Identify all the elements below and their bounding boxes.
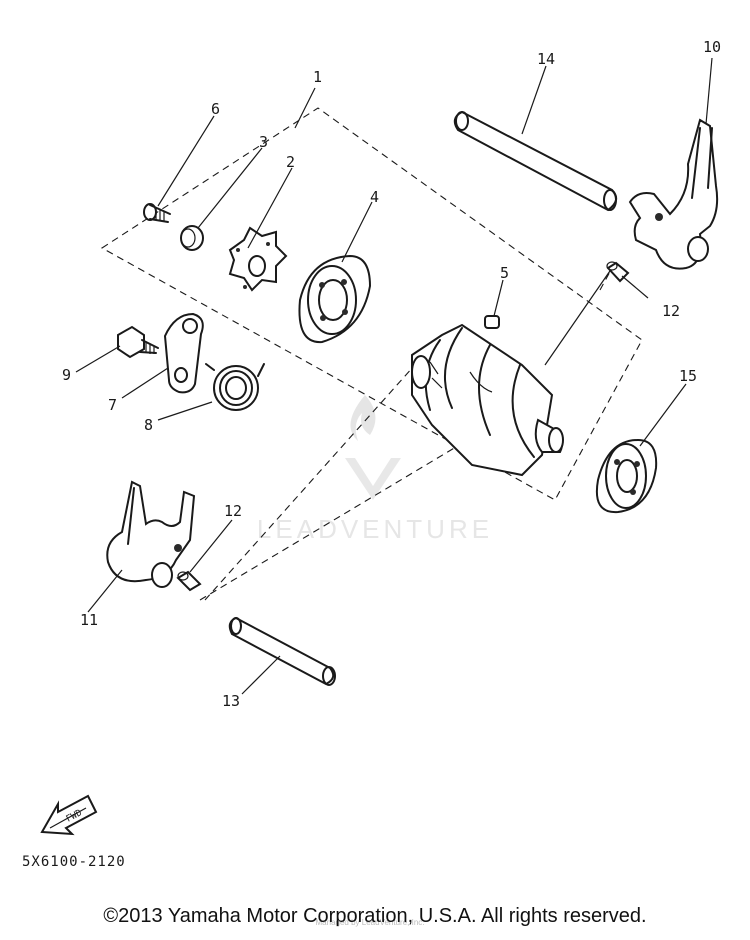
callout-8: 8: [144, 416, 153, 434]
assembly-outline: [100, 107, 643, 501]
part-6-screw: [143, 203, 171, 223]
shift-drum: [411, 323, 564, 477]
callout-12-lower: 12: [224, 502, 242, 520]
axis-line-shift-fork-left: [204, 347, 431, 601]
watermark-small-text: Managed by LeadVenture, Inc.: [316, 918, 425, 927]
part-15-bearing: [596, 438, 658, 514]
axis-dash-dowel: [599, 267, 613, 291]
part-5-dowel: [484, 315, 500, 329]
callout-1: 1: [313, 68, 322, 86]
axis-line-dowel: [544, 267, 613, 366]
callout-7: 7: [108, 396, 117, 414]
part-11-shift-fork: [106, 480, 196, 588]
part-13-shaft: [228, 616, 336, 686]
callout-14: 14: [537, 50, 555, 68]
part-4-bearing: [298, 254, 372, 344]
callout-13: 13: [222, 692, 240, 710]
part-9-bolt: [117, 325, 159, 359]
callout-15: 15: [679, 367, 697, 385]
leader-lines: [75, 57, 713, 695]
fwd-arrow-icon: [40, 794, 98, 836]
callout-4: 4: [370, 188, 379, 206]
callout-10: 10: [703, 38, 721, 56]
callout-3: 3: [259, 133, 268, 151]
part-code: 5X6100-2120: [22, 854, 126, 870]
part-8-spring: [205, 363, 265, 411]
part-12-lower-pin: [176, 570, 202, 592]
callout-5: 5: [500, 264, 509, 282]
watermark-logo: [345, 395, 401, 500]
callout-12-upper: 12: [662, 302, 680, 320]
watermark-text: LEADVENTURE: [257, 514, 493, 544]
part-3-washer: [180, 225, 204, 251]
part-2-segment: [228, 226, 288, 292]
part-14-shaft: [453, 110, 618, 212]
part-10-shift-fork: [628, 118, 719, 270]
copyright-notice: ©2013 Yamaha Motor Corporation, U.S.A. A…: [103, 905, 647, 927]
callout-6: 6: [211, 100, 220, 118]
callout-9: 9: [62, 366, 71, 384]
callout-2: 2: [286, 153, 295, 171]
callout-11: 11: [80, 611, 98, 629]
part-7-stopper-lever: [163, 312, 204, 394]
